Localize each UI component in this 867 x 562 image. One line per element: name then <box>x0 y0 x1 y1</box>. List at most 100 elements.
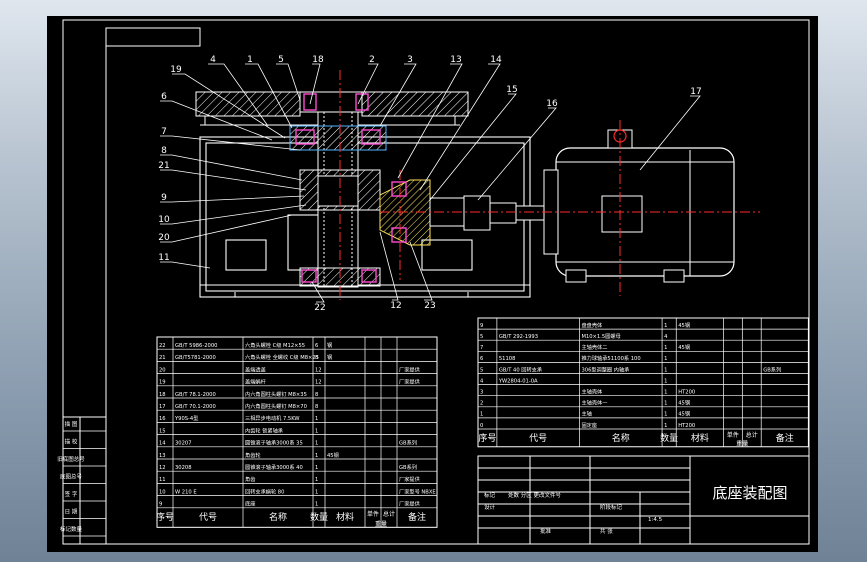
bom_left-cell: GB/T 78.1-2000 <box>175 392 216 398</box>
bom_left-cell: GB/T5781-2000 <box>175 355 216 361</box>
bom_right-cell: 45钢 <box>678 399 690 407</box>
bom_left-cell: 19 <box>159 380 166 386</box>
title-block-label-3: 设计 <box>484 503 496 511</box>
bom_left-cell: 圆锥滚子轴承3000系 35 <box>245 439 303 447</box>
part-number-21: 21 <box>158 161 169 171</box>
bom_left-cell: 厂家提供 <box>399 500 420 508</box>
bom_left-cell: 内六角圆柱头螺钉 M8×35 <box>245 390 307 398</box>
bom_right-header: 代号 <box>529 433 547 444</box>
bom_right-cell: 6 <box>480 356 483 362</box>
bom_right-cell: 1 <box>480 412 483 418</box>
part-number-12: 12 <box>390 301 401 311</box>
bom_left-header: 代号 <box>199 512 217 523</box>
bom_right-cell: GB系列 <box>763 365 781 373</box>
bom_left-cell: GB/T 70.1-2000 <box>175 404 216 410</box>
signoff-label: 日 期 <box>65 509 78 516</box>
bom_left-cell: 钢 <box>327 353 332 361</box>
part-number-13: 13 <box>450 55 461 65</box>
bom_right-cell: 3 <box>480 390 483 396</box>
part-number-15: 15 <box>506 85 517 95</box>
bom_left-cell: 厂家提供 <box>399 365 420 373</box>
part-number-14: 14 <box>490 55 502 65</box>
bom_right-cell: 5 <box>480 334 483 340</box>
bom_left-cell: 1 <box>315 489 318 495</box>
bom_left-cell: 11 <box>159 477 166 483</box>
bom_left-cell: 角齿 <box>245 475 255 483</box>
bom_left-cell: 8 <box>315 355 318 361</box>
bom_left-cell: 三相异步电动机 7.5KW <box>245 414 300 422</box>
bom_left-cell: 盖端透盖 <box>245 365 266 373</box>
part-number-3: 3 <box>407 55 413 65</box>
part-number-16: 16 <box>546 99 558 109</box>
bom_left-cell: 16 <box>159 416 166 422</box>
bom_right-cell: 推力球轴承51100系 100 <box>581 354 640 362</box>
bom_left-cell: 六角头螺栓 C级 M12×55 <box>245 341 305 349</box>
part-number-6: 6 <box>161 92 167 102</box>
bom_left-cell: 22 <box>159 343 166 349</box>
bom_left-cell: 8 <box>315 392 318 398</box>
bom_left-header: 名称 <box>269 511 287 523</box>
bom_left-cell: 1 <box>315 441 318 447</box>
bom_left-cell: 盖端蜗杆 <box>245 378 266 386</box>
bom_left-cell: 钢 <box>327 341 332 349</box>
bom_left-cell: 15 <box>159 428 166 434</box>
part-number-1: 1 <box>247 55 253 65</box>
bom_right-cell: 51108 <box>499 356 516 362</box>
bom_right-cell: 4 <box>480 378 484 384</box>
bom_left-cell: 17 <box>159 404 166 410</box>
bom_left-cell: GB系列 <box>399 463 417 471</box>
bom_left-cell: 六角头螺栓 全螺纹 C级 M8×25 <box>245 353 319 361</box>
bom_right-cell: 4 <box>664 334 668 340</box>
bom_right-cell: 45钢 <box>678 321 690 329</box>
bom_left-cell: W 210 E <box>175 489 197 495</box>
bom_right-header: 名称 <box>612 432 630 444</box>
bom_right-cell: 1 <box>664 412 667 418</box>
part-number-9: 9 <box>161 193 167 203</box>
bom_left-cell: 9 <box>159 502 162 508</box>
bom_left-cell: GB系列 <box>399 439 417 447</box>
bom_left-cell: 30207 <box>175 441 192 447</box>
bom_right-cell: HT200 <box>678 390 695 396</box>
title-block-label-7: 批准 <box>540 527 552 535</box>
title-block-label-6: 共 张 <box>600 527 613 535</box>
bom_right-cell: 45钢 <box>678 410 690 418</box>
part-number-2: 2 <box>369 55 375 65</box>
bom_right-cell: 1 <box>664 423 667 429</box>
bom_right-header: 备注 <box>776 432 794 444</box>
bom_left-cell: 18 <box>159 392 166 398</box>
part-number-5: 5 <box>278 55 284 65</box>
part-number-20: 20 <box>158 233 170 243</box>
bom_left-cell: 21 <box>159 355 166 361</box>
bom_right-cell: GB/T 40 回转支承 <box>499 365 543 373</box>
bom_right-cell: 主轴 <box>581 410 591 418</box>
bom_left-cell: 1 <box>315 453 318 459</box>
bom_right-cell: 1 <box>664 345 667 351</box>
drawing-title: 底座装配图 <box>712 484 787 502</box>
bom_right-cell: 5 <box>480 367 483 373</box>
part-number-11: 11 <box>158 253 169 263</box>
part-number-8: 8 <box>161 146 167 156</box>
signoff-label: 标记数量 <box>60 525 83 533</box>
bom_right-cell: 0 <box>480 423 483 429</box>
bom_right-cell: 1 <box>664 401 667 407</box>
bom_right-cell: 9 <box>480 323 483 329</box>
bom_left-header-sub: 重量 <box>375 520 387 528</box>
bom_left-cell: 30208 <box>175 465 192 471</box>
bom_left-cell: 角齿轮 <box>245 451 261 459</box>
part-number-19: 19 <box>170 65 182 75</box>
bom_left-cell: 圆锥滚子轴承3000系 40 <box>245 463 303 471</box>
title-block-label-5: 1:4.5 <box>648 517 663 523</box>
signoff-label: 旧底图总号 <box>57 455 85 463</box>
part-number-18: 18 <box>312 55 324 65</box>
bom_right-cell: 固定座 <box>581 421 597 429</box>
bom_right-header: 单件 <box>727 431 739 439</box>
bom_left-cell: 底座 <box>245 500 255 508</box>
centre-lines <box>339 70 760 300</box>
bom_left-header: 总计 <box>383 510 395 518</box>
bom_right-cell: 盘盘壳体 <box>581 321 603 329</box>
